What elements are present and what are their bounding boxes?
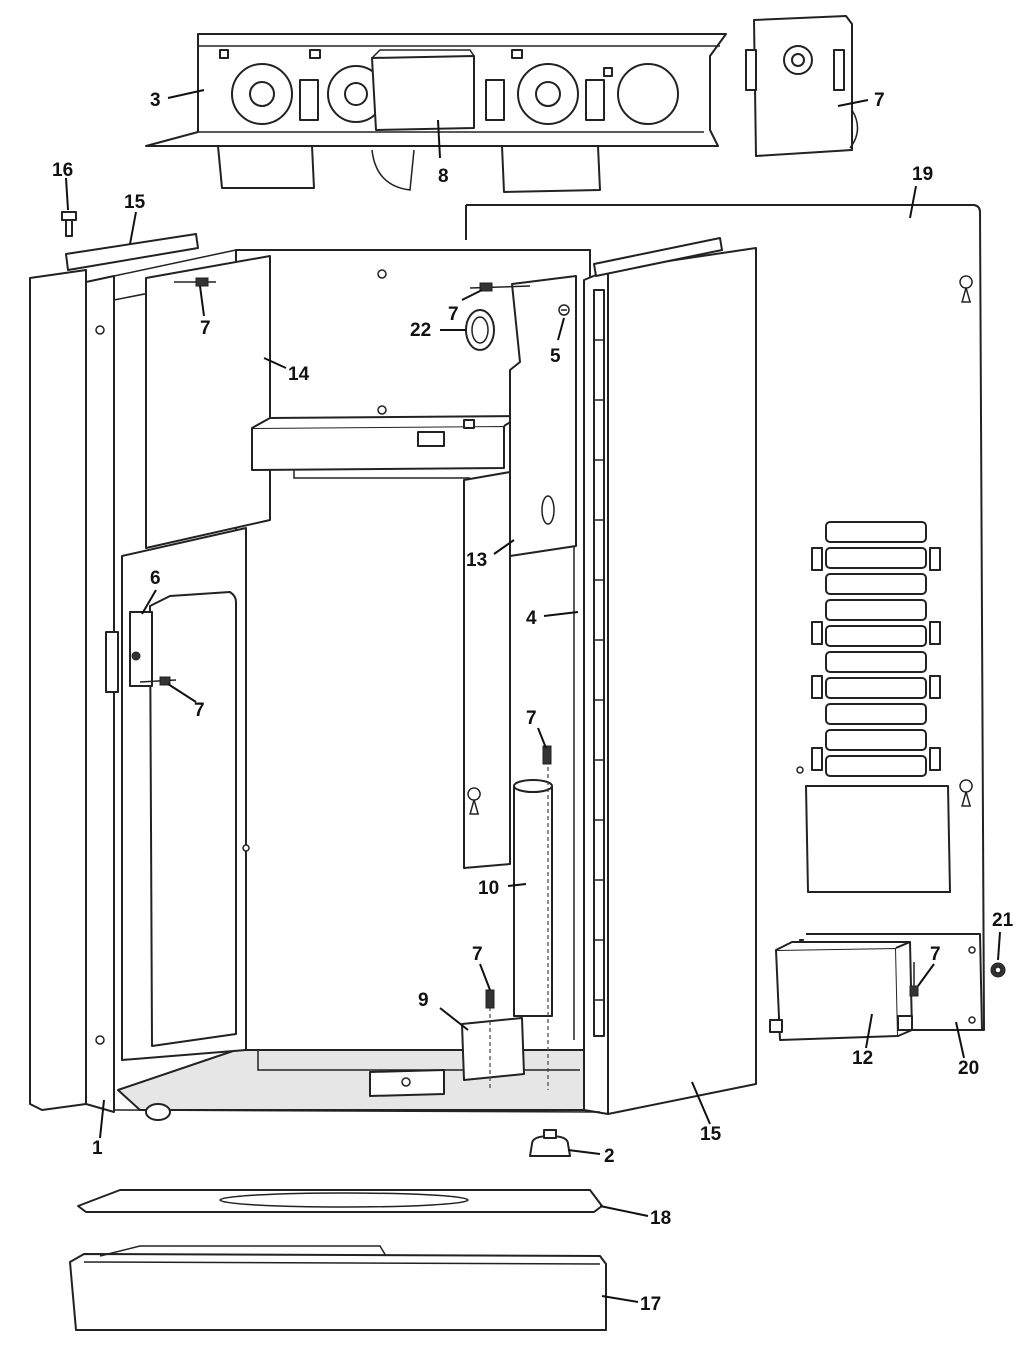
callout-13: 14 — [288, 364, 310, 385]
callout-7-tube: 7 — [526, 708, 537, 729]
callout-1: 1 — [92, 1138, 103, 1159]
side-panel-19 — [465, 204, 985, 1031]
block-10 — [461, 1000, 525, 1090]
callout-16: 16 — [52, 160, 73, 181]
screw-7-top-left — [174, 277, 216, 287]
tube-11 — [513, 760, 553, 1090]
screw-7-block — [485, 989, 495, 1009]
callout-7-box: 7 — [930, 944, 941, 965]
callout-18: 18 — [650, 1208, 671, 1229]
callout-7-latch: 7 — [194, 700, 205, 721]
screw-7-box — [909, 962, 919, 997]
valve-box-8 — [745, 15, 859, 157]
control-box-14 — [769, 941, 913, 1041]
callout-2: 2 — [604, 1146, 615, 1167]
callout-9: 8 — [438, 166, 449, 187]
callout-22: 22 — [410, 320, 431, 341]
screw-7-latch — [139, 676, 177, 686]
cabinet-body — [29, 233, 757, 1121]
callout-10: 9 — [418, 990, 429, 1011]
foot-2 — [529, 1129, 571, 1157]
louver-grille — [796, 521, 941, 777]
base-plate-18 — [77, 1189, 603, 1213]
callout-20: 20 — [958, 1058, 979, 1079]
leader-lines — [65, 89, 1001, 1303]
callout-5: 5 — [550, 346, 561, 367]
callout-19: 19 — [912, 164, 933, 185]
callout-labels: 3 8 7 16 15 19 7 14 7 22 5 13 4 6 7 7 10… — [52, 90, 1014, 1315]
screw-7-top-right — [469, 282, 531, 292]
plate-9 — [371, 49, 475, 131]
screw-16 — [61, 211, 77, 237]
floor-bracket — [369, 1069, 445, 1097]
callout-8: 7 — [874, 90, 885, 111]
screw-5 — [558, 304, 570, 316]
callout-7-block: 7 — [472, 944, 483, 965]
latch-6 — [105, 611, 153, 693]
base-tray-17 — [69, 1245, 607, 1331]
callout-15-top: 15 — [124, 192, 146, 213]
callout-14: 12 — [852, 1048, 873, 1069]
screw-7-tube — [542, 745, 552, 765]
callout-6: 6 — [150, 568, 161, 589]
callout-17: 17 — [640, 1294, 661, 1315]
nut-21 — [990, 962, 1006, 978]
callout-21: 21 — [992, 910, 1014, 931]
callout-7-top-left: 7 — [200, 318, 211, 339]
callout-7-top-right: 7 — [448, 304, 459, 325]
hinge-strip-4 — [593, 289, 605, 1037]
callout-3: 3 — [150, 90, 161, 111]
callout-4: 4 — [526, 608, 537, 629]
callout-12: 13 — [466, 550, 487, 571]
grommet-22 — [465, 309, 495, 351]
callout-15-bottom: 15 — [700, 1124, 722, 1145]
callout-11: 10 — [478, 878, 499, 899]
